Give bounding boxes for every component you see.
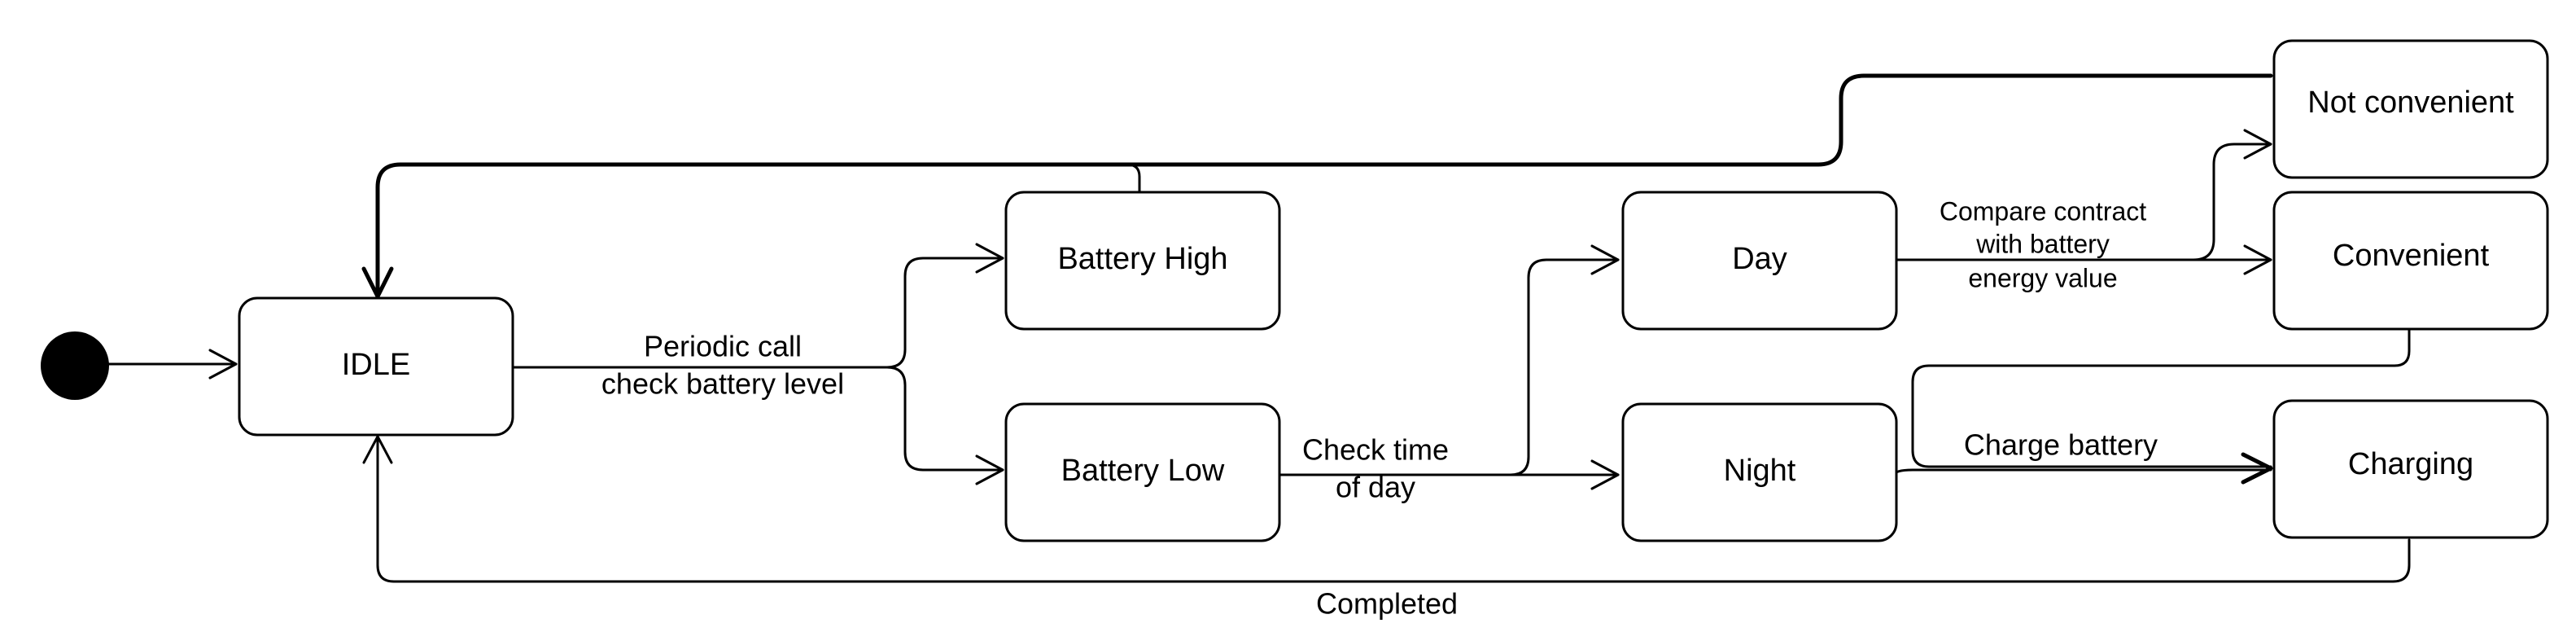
- arrowhead-not-convenient: [2243, 129, 2272, 160]
- edge-convenient-to-charging: [1911, 328, 2411, 468]
- state-charging: Charging: [2272, 399, 2549, 539]
- label-compare-contract-line2: with battery: [1975, 229, 2110, 258]
- arrowhead-idle-top: [361, 266, 394, 299]
- state-not-convenient-label: Not convenient: [2307, 86, 2514, 120]
- arrowhead-charging: [2241, 452, 2273, 485]
- label-periodic-call-line1: Periodic call: [644, 330, 802, 363]
- state-idle: IDLE: [238, 296, 514, 437]
- label-completed: Completed: [1316, 587, 1458, 621]
- state-not-convenient: Not convenient: [2272, 39, 2549, 179]
- arrowhead-battery-low: [975, 454, 1004, 485]
- arrowhead-idle: [208, 349, 238, 380]
- state-day: Day: [1621, 191, 1898, 331]
- edge-not-convenient-to-idle: [375, 73, 2273, 299]
- arrowhead-battery-high: [975, 243, 1004, 274]
- edge-battery-high-return: [1126, 163, 1141, 194]
- arrowhead-idle-bottom: [362, 435, 393, 464]
- arrowhead-night: [1590, 459, 1620, 490]
- edge-idle-to-battery-high: [511, 257, 1004, 369]
- edge-idle-to-battery-low: [511, 366, 1004, 472]
- state-night-label: Night: [1724, 454, 1796, 488]
- label-check-time-line2: of day: [1336, 471, 1415, 504]
- state-charging-label: Charging: [2348, 447, 2473, 481]
- edge-charging-to-idle: [376, 435, 2411, 583]
- state-convenient-label: Convenient: [2333, 239, 2490, 273]
- state-battery-high-label: Battery High: [1057, 242, 1227, 276]
- state-battery-low-label: Battery Low: [1061, 454, 1225, 488]
- state-day-label: Day: [1732, 242, 1787, 276]
- state-idle-label: IDLE: [342, 348, 410, 382]
- arrowhead-day: [1590, 244, 1620, 275]
- label-compare-contract-line1: Compare contract: [1940, 196, 2146, 226]
- state-convenient: Convenient: [2272, 191, 2549, 331]
- label-compare-contract-line3: energy value: [1968, 263, 2117, 292]
- initial-node: [41, 331, 109, 400]
- edge-battery-low-to-day: [1275, 258, 1620, 476]
- edge-night-to-charging: [1893, 468, 2272, 476]
- edge-day-to-not-convenient: [1893, 143, 2272, 261]
- arrowhead-convenient: [2243, 244, 2272, 275]
- label-check-time-line1: Check time: [1302, 433, 1449, 467]
- state-battery-high: Battery High: [1004, 191, 1281, 331]
- state-night: Night: [1621, 402, 1898, 542]
- label-charge-battery: Charge battery: [1964, 428, 2158, 462]
- state-battery-low: Battery Low: [1004, 402, 1281, 542]
- label-periodic-call-line2: check battery level: [601, 367, 844, 401]
